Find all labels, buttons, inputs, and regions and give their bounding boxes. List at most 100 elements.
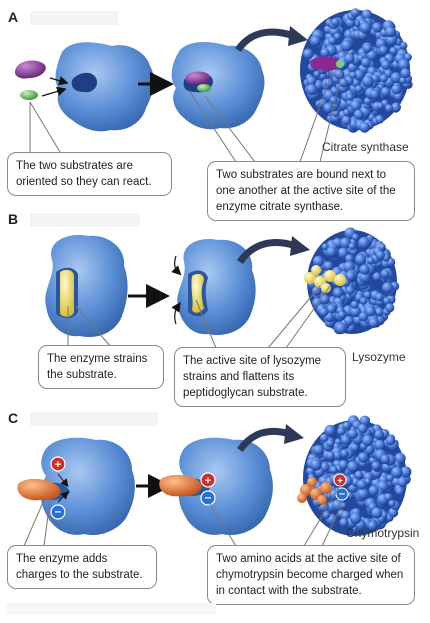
atom-sphere (346, 93, 354, 101)
atom-sphere (326, 304, 337, 314)
callout-pointers-a (29, 71, 343, 163)
atom-sphere (365, 306, 376, 317)
atom-sphere (374, 439, 386, 451)
atom-sphere (400, 41, 408, 50)
atom-sphere (323, 261, 334, 271)
atom-sphere (359, 264, 370, 275)
charged-substrate (159, 474, 202, 497)
atom-sphere (374, 307, 384, 317)
substrate-yellow (60, 269, 74, 317)
atom-sphere (355, 85, 363, 93)
atom-sphere (386, 474, 394, 482)
bound-substrate-green (197, 84, 211, 92)
negative-charge-icon (335, 487, 349, 501)
atom-sphere (349, 512, 362, 525)
active-site (71, 72, 98, 93)
protein-atoms (302, 8, 413, 133)
atom-sphere (340, 449, 349, 458)
lysozyme-model (304, 227, 400, 335)
atom-sphere (362, 434, 374, 447)
atom-sphere (310, 459, 322, 471)
atom-sphere (391, 84, 402, 95)
atom-sphere (385, 436, 396, 446)
enzyme-shape (55, 42, 154, 132)
atom-sphere (350, 300, 359, 309)
atom-sphere (361, 9, 373, 21)
atom-sphere (359, 271, 371, 284)
atom-sphere (312, 255, 324, 267)
atom-sphere (338, 460, 349, 470)
atom-sphere (357, 488, 369, 500)
panel-c-title-bar (30, 412, 158, 426)
atom-sphere (370, 89, 380, 100)
atom-sphere (355, 254, 367, 266)
panel-a-title-bar (30, 11, 118, 25)
callout-b-right: The active site of lysozyme strains and … (174, 347, 346, 407)
panel-c-art: + – + – (17, 424, 304, 536)
svg-text:–: – (205, 490, 212, 504)
atom-sphere (378, 45, 389, 56)
atom-sphere (372, 272, 382, 282)
atom-sphere (359, 415, 371, 427)
citrate-synthase-model (300, 8, 413, 133)
atom-sphere (356, 479, 367, 490)
panel-c-label: C (8, 410, 19, 426)
atom-sphere (368, 317, 379, 328)
svg-text:+: + (205, 475, 211, 487)
atom-sphere (371, 461, 381, 471)
atom-sphere (302, 48, 314, 60)
atom-sphere (347, 428, 358, 440)
atom-sphere (338, 311, 346, 319)
atom-sphere (385, 303, 395, 313)
svg-text:–: – (55, 504, 62, 518)
caption-bar (6, 603, 216, 615)
atom-sphere (328, 36, 337, 45)
atom-sphere (329, 96, 338, 105)
zoom-arrow (235, 28, 296, 53)
atom-sphere (363, 97, 372, 106)
atom-sphere (320, 48, 330, 58)
atom-sphere (344, 315, 354, 326)
atom-sphere (350, 8, 360, 18)
atom-sphere (380, 87, 391, 97)
atom-sphere (385, 34, 398, 46)
atom-sphere (313, 444, 324, 456)
atom-sphere (353, 109, 364, 120)
atom-sphere (344, 53, 355, 64)
atom-sphere (351, 233, 360, 241)
substrate-purple (14, 60, 46, 79)
atom-sphere (357, 452, 369, 463)
atom-sphere (389, 46, 398, 55)
svg-text:+: + (337, 476, 343, 487)
atom-sphere (333, 33, 342, 41)
atom-sphere (385, 26, 396, 38)
atom-sphere (375, 293, 384, 302)
atom-sphere (350, 100, 362, 112)
atom-sphere (321, 243, 329, 251)
atom-sphere (358, 236, 371, 249)
zoom-arrow (237, 239, 298, 265)
chymotrypsin-label: Chymotrypsin (346, 526, 420, 540)
atom-sphere (367, 256, 375, 265)
atom-sphere (398, 59, 410, 71)
atom-sphere (333, 288, 343, 298)
atom-sphere (375, 250, 385, 260)
atom-sphere (329, 466, 338, 474)
atom-sphere (359, 21, 372, 34)
atom-sphere (319, 433, 329, 443)
negative-charge-icon (200, 490, 216, 506)
atom-sphere (350, 306, 361, 318)
atom-sphere (384, 104, 394, 113)
atom-sphere (341, 115, 352, 126)
atom-sphere (339, 237, 352, 249)
atom-sphere (383, 297, 391, 305)
atom-sphere (357, 423, 368, 434)
panel-b-title-bar (30, 213, 140, 227)
enzyme-charged (178, 437, 273, 536)
atom-sphere (354, 470, 364, 480)
lysozyme-label: Lysozyme (352, 350, 406, 364)
atom-sphere (391, 102, 401, 113)
atom-sphere (349, 71, 357, 79)
panel-b-label: B (8, 211, 19, 227)
callout-pointers-c (23, 485, 345, 547)
